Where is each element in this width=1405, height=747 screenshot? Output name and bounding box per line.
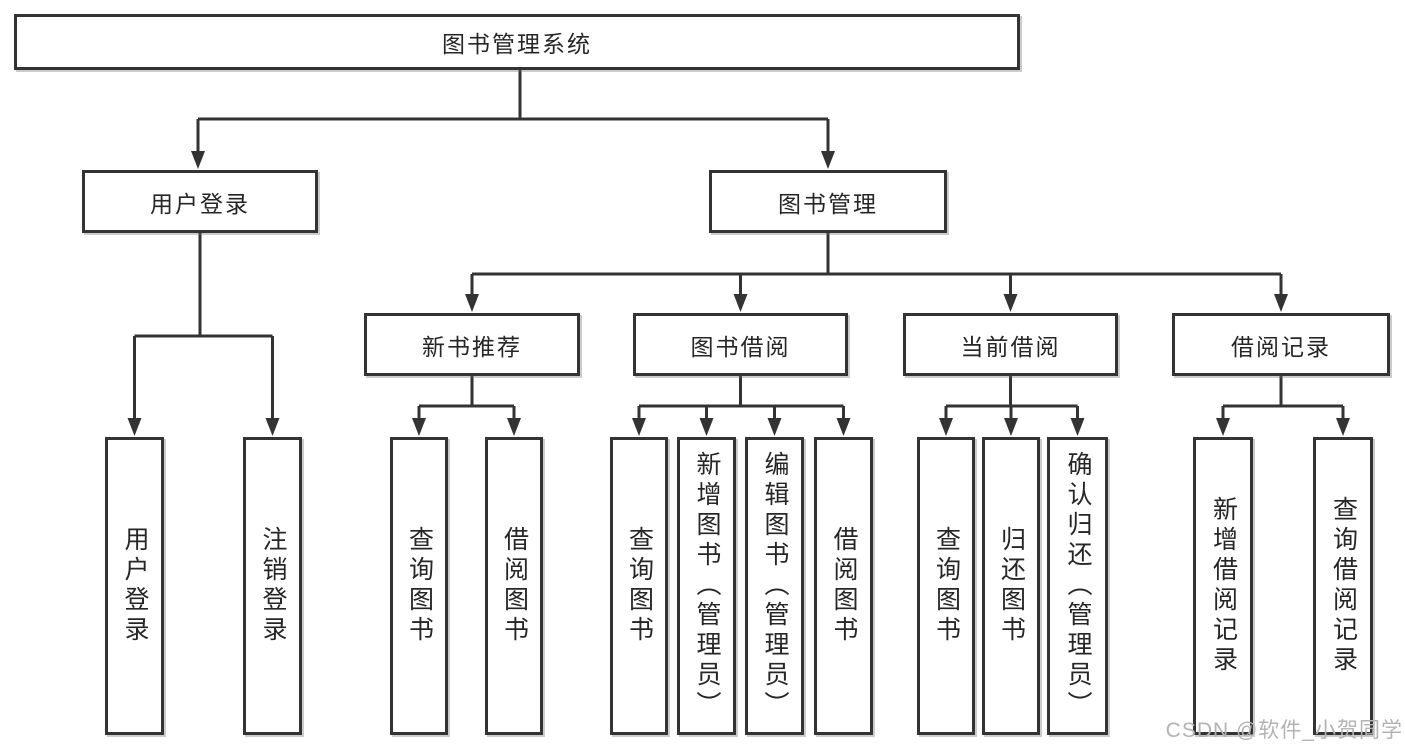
node-leaf-query-books-borrow-label: 查询图书 bbox=[625, 526, 654, 646]
node-leaf-edit-books-admin: 编辑图书（管理员） bbox=[745, 437, 804, 735]
node-new-book-recommend-label: 新书推荐 bbox=[422, 333, 522, 360]
node-borrow-records-label: 借阅记录 bbox=[1231, 333, 1331, 360]
node-leaf-add-borrow-record: 新增借阅记录 bbox=[1193, 437, 1253, 735]
node-leaf-edit-books-admin-label: 编辑图书（管理员） bbox=[761, 451, 789, 721]
connector-borrow-records-to-leaves bbox=[1216, 375, 1350, 436]
node-leaf-user-login-label: 用户登录 bbox=[121, 526, 149, 646]
connector-user-login-to-leaves bbox=[127, 233, 280, 436]
node-book-management: 图书管理 bbox=[709, 170, 947, 233]
node-leaf-confirm-return-admin-label: 确认归还（管理员） bbox=[1064, 451, 1092, 721]
node-leaf-borrow-books-recommend-label: 借阅图书 bbox=[500, 526, 529, 646]
node-leaf-return-books-label: 归还图书 bbox=[997, 526, 1026, 646]
node-leaf-confirm-return-admin: 确认归还（管理员） bbox=[1047, 437, 1108, 735]
connector-current-borrow-to-leaves bbox=[939, 375, 1085, 436]
node-new-book-recommend: 新书推荐 bbox=[364, 313, 580, 376]
node-current-borrow: 当前借阅 bbox=[903, 313, 1118, 376]
node-root: 图书管理系统 bbox=[14, 14, 1020, 70]
node-leaf-return-books: 归还图书 bbox=[982, 437, 1040, 735]
node-leaf-borrow-books-label: 借阅图书 bbox=[830, 526, 858, 646]
node-leaf-borrow-books: 借阅图书 bbox=[814, 437, 873, 735]
connector-root-to-level2 bbox=[191, 69, 835, 169]
node-leaf-query-books-recommend: 查询图书 bbox=[390, 437, 448, 735]
connector-new-book-recommend-to-leaves bbox=[412, 375, 521, 436]
node-root-label: 图书管理系统 bbox=[442, 31, 592, 57]
watermark: CSDN @软件_小贺同学 bbox=[1165, 719, 1403, 742]
node-user-login: 用户登录 bbox=[82, 170, 318, 233]
node-leaf-query-books-current: 查询图书 bbox=[917, 437, 975, 735]
node-leaf-logout-label: 注销登录 bbox=[259, 526, 287, 646]
connector-book-management-to-level3 bbox=[465, 233, 1288, 312]
node-leaf-query-books-borrow: 查询图书 bbox=[610, 437, 668, 735]
node-leaf-add-books-admin-label: 新增图书（管理员） bbox=[693, 451, 721, 721]
node-book-borrow-label: 图书借阅 bbox=[690, 333, 791, 360]
node-leaf-logout: 注销登录 bbox=[243, 437, 302, 735]
node-leaf-add-borrow-record-label: 新增借阅记录 bbox=[1209, 496, 1238, 676]
node-leaf-query-books-recommend-label: 查询图书 bbox=[405, 526, 434, 646]
node-book-borrow: 图书借阅 bbox=[633, 313, 848, 376]
node-current-borrow-label: 当前借阅 bbox=[960, 333, 1061, 360]
node-book-management-label: 图书管理 bbox=[778, 190, 878, 217]
node-borrow-records: 借阅记录 bbox=[1172, 313, 1390, 376]
node-leaf-query-books-current-label: 查询图书 bbox=[932, 526, 961, 646]
node-user-login-label: 用户登录 bbox=[150, 190, 250, 217]
node-leaf-user-login: 用户登录 bbox=[105, 437, 164, 735]
node-leaf-query-borrow-record: 查询借阅记录 bbox=[1313, 437, 1373, 735]
node-leaf-query-borrow-record-label: 查询借阅记录 bbox=[1329, 496, 1358, 676]
node-leaf-add-books-admin: 新增图书（管理员） bbox=[677, 437, 736, 735]
connector-book-borrow-to-leaves bbox=[632, 375, 851, 436]
node-leaf-borrow-books-recommend: 借阅图书 bbox=[485, 437, 543, 735]
